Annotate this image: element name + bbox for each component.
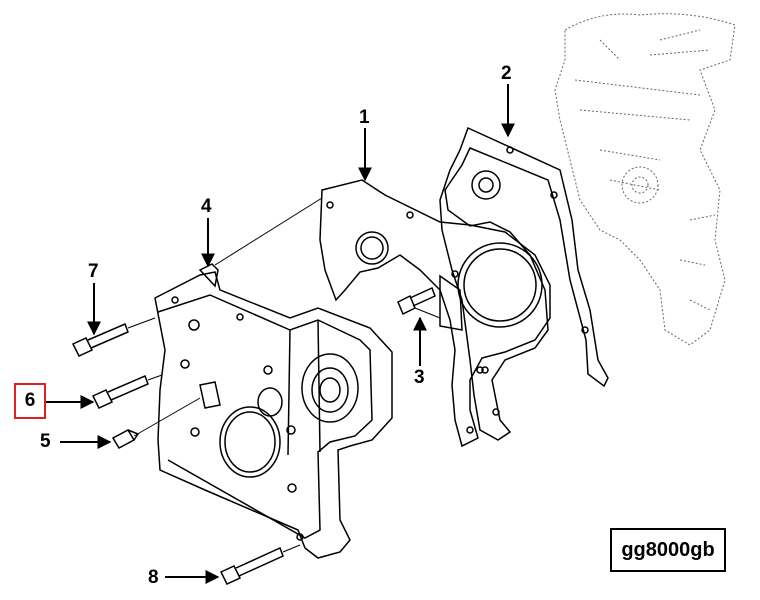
callout-label-5: 5 (40, 431, 51, 452)
timing-cover-part-4 (154, 263, 393, 559)
callout-label-1: 1 (359, 107, 370, 128)
mounting-plate-part-1 (319, 179, 551, 448)
callout-label-2: 2 (501, 63, 512, 84)
leader-lines (127, 197, 441, 553)
bolt-part-3 (397, 286, 436, 316)
callout-arrows (44, 84, 515, 584)
bolt-part-6 (91, 374, 149, 409)
bolt-part-8 (219, 546, 284, 585)
dowel-pin-part-5 (111, 429, 140, 449)
reference-code-box: gg8000gb (610, 528, 726, 572)
engine-block-outline (554, 13, 736, 346)
callout-label-4: 4 (201, 196, 212, 217)
callout-label-8: 8 (148, 567, 159, 588)
bolt-part-7 (71, 322, 129, 357)
callout-label-6-highlighted: 6 (14, 383, 46, 419)
callout-label-7: 7 (88, 261, 99, 282)
callout-label-3: 3 (414, 367, 425, 388)
gasket-part-2 (439, 126, 609, 441)
